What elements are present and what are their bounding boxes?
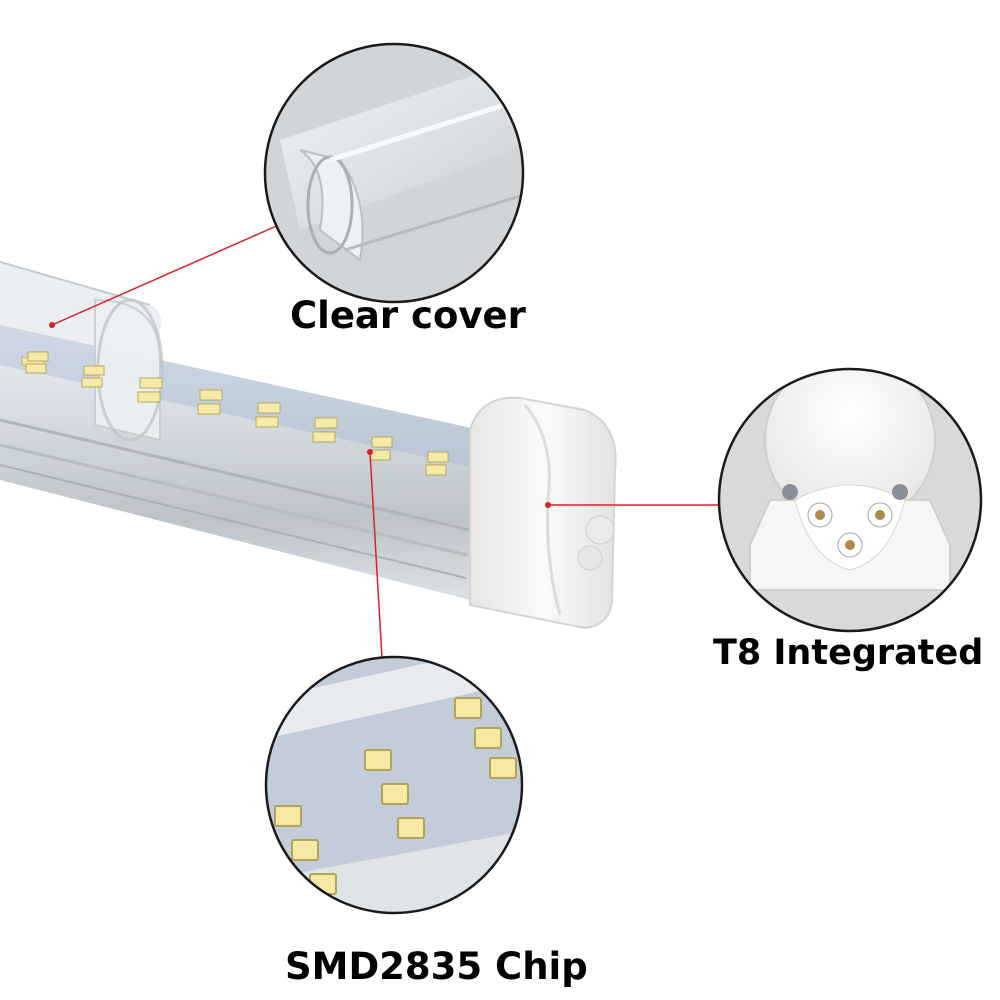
led-tube — [0, 261, 617, 630]
clear-cover-label: Clear cover — [290, 294, 526, 337]
smd2835-chip-label: SMD2835 Chip — [285, 945, 588, 988]
zoomed-led-chips — [274, 697, 517, 895]
t8-integrated-callout — [717, 367, 983, 633]
led-chip-row — [25, 351, 449, 476]
clear-cover-callout — [263, 42, 525, 304]
leader-lines — [51, 219, 720, 659]
end-cap — [469, 396, 617, 630]
smd-chip-callout — [264, 655, 524, 915]
t8-integrated-label: T8 Integrated — [713, 633, 984, 673]
socket-pins — [807, 502, 893, 558]
